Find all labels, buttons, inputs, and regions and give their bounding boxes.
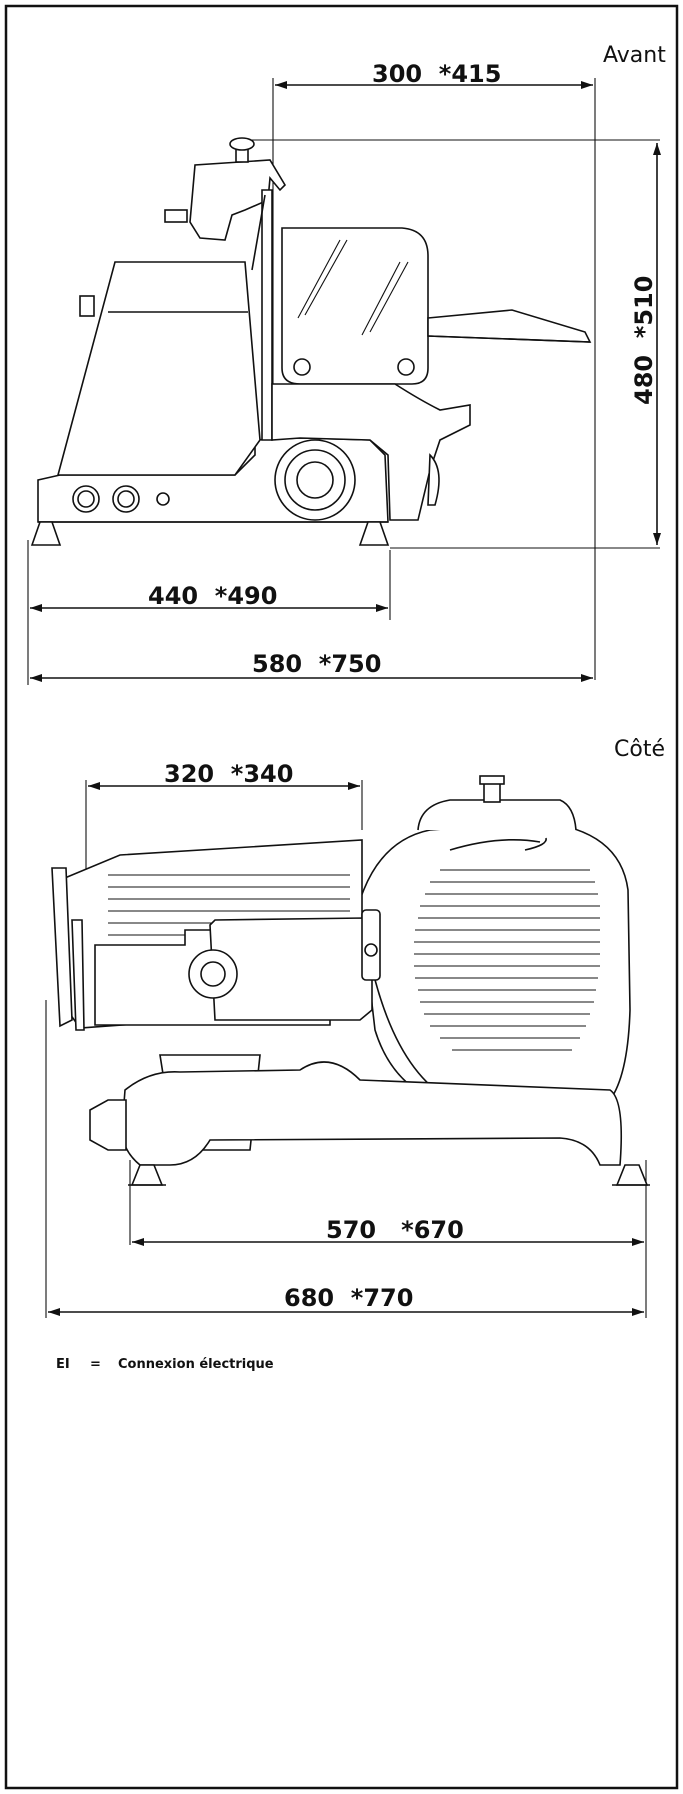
slicer-side-drawing	[51, 775, 650, 1186]
dim-side-total-width: 680 *770	[284, 1284, 413, 1312]
dim-front-top-width: 300 *415	[372, 60, 501, 88]
legend-equals: =	[90, 1357, 101, 1372]
dim-front-base-width: 440 *490	[148, 582, 277, 610]
front-view-label: Avant	[603, 43, 666, 68]
dim-front-total-width: 580 *750	[252, 650, 381, 678]
side-view-label: Côté	[614, 737, 665, 762]
dim-side-base-width: 570 *670	[326, 1216, 464, 1244]
legend: EI = Connexion électrique	[56, 1357, 274, 1372]
side-view: Côté	[45, 737, 665, 1318]
page-border	[4, 4, 679, 1790]
dim-side-top-width: 320 *340	[164, 760, 293, 788]
legend-text: Connexion électrique	[118, 1357, 274, 1372]
blade-ribs	[414, 869, 600, 1051]
legend-code: EI	[56, 1357, 70, 1372]
front-view: Avant	[27, 43, 666, 685]
dim-front-height: 480 *510	[630, 276, 658, 405]
slicer-front-drawing	[30, 137, 592, 546]
